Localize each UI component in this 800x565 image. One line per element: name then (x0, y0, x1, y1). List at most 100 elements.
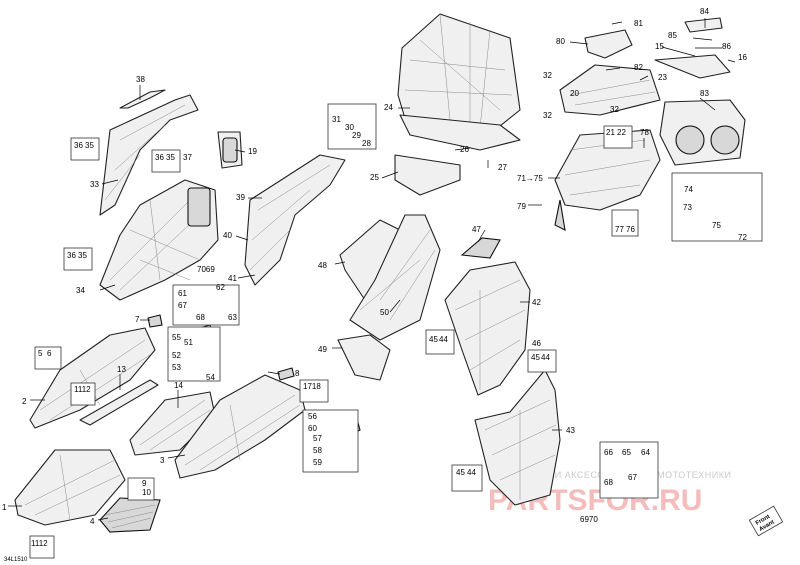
callout-32c: 32 (543, 111, 552, 120)
callout-68b: 68 (604, 478, 613, 487)
callout-54: 54 (206, 373, 215, 382)
callout-67: 67 (178, 301, 187, 310)
callout-45c: 45 (456, 468, 465, 477)
clip-8 (277, 367, 295, 381)
callout-67b: 67 (628, 473, 637, 482)
cover-80 (584, 29, 633, 59)
callout-84: 84 (700, 7, 709, 16)
callout-83: 83 (700, 89, 709, 98)
callout-73: 73 (683, 203, 692, 212)
callout-34: 34 (76, 286, 85, 295)
figure-code: 34L1510 (4, 557, 28, 563)
callout-32b: 32 (610, 105, 619, 114)
callout-56: 56 (308, 412, 317, 421)
leader-lines (8, 18, 736, 521)
callout-44b: 44 (541, 353, 550, 362)
callout-39: 39 (236, 193, 245, 202)
callout-58: 58 (313, 446, 322, 455)
callout-28: 28 (362, 139, 371, 148)
headlight-assembly (554, 129, 661, 231)
callout-23: 23 (658, 73, 667, 82)
side-panel-39-41 (244, 154, 346, 286)
callout-4: 4 (90, 517, 95, 526)
callout-68: 68 (196, 313, 205, 322)
callout-65: 65 (622, 448, 631, 457)
callout-32: 32 (543, 71, 552, 80)
callout-43: 43 (566, 426, 575, 435)
callout-1718: 1718 (303, 382, 321, 391)
callout-71-75: 71→75 (517, 174, 543, 183)
callout-22: 22 (617, 128, 626, 137)
windshield (397, 13, 521, 151)
fastener-boxes (29, 103, 763, 559)
callout-59: 59 (313, 458, 322, 467)
callout-42: 42 (532, 298, 541, 307)
callout-15: 15 (655, 42, 664, 51)
callout-29: 29 (352, 131, 361, 140)
front-nose-1 (14, 449, 126, 526)
side-trim-33 (99, 94, 199, 216)
callout-80: 80 (556, 37, 565, 46)
callout-36c: 36 (67, 251, 76, 260)
lower-panel-2 (29, 327, 156, 429)
side-fairing-42 (444, 261, 531, 396)
callout-45: 45 (429, 335, 438, 344)
inner-panel-34 (99, 179, 219, 301)
callout-79: 79 (517, 202, 526, 211)
center-panels (337, 214, 441, 381)
callout-44c: 44 (467, 468, 476, 477)
grille-4 (99, 497, 161, 533)
lower-fairing-43 (474, 369, 561, 506)
callout-8: 8 (295, 369, 300, 378)
callout-1: 1 (2, 503, 7, 512)
callout-46: 46 (532, 339, 541, 348)
callout-41: 41 (228, 274, 237, 283)
callout-78: 78 (640, 128, 649, 137)
callout-38: 38 (136, 75, 145, 84)
bracket-20 (559, 64, 661, 116)
callout-72: 72 (738, 233, 747, 242)
callout-63: 63 (228, 313, 237, 322)
headlight-83 (659, 99, 746, 166)
callout-50: 50 (380, 308, 389, 317)
vent-47 (460, 237, 501, 259)
callout-36: 36 (74, 141, 83, 150)
front-indicator: Front Avant (748, 505, 784, 537)
callout-37: 37 (183, 153, 192, 162)
callout-74: 74 (684, 185, 693, 194)
callout-57: 57 (313, 434, 322, 443)
callout-7: 7 (135, 315, 140, 324)
callout-16: 16 (738, 53, 747, 62)
callout-36b: 36 (155, 153, 164, 162)
callout-10: 10 (142, 488, 151, 497)
callout-33: 33 (90, 180, 99, 189)
callout-31: 31 (332, 115, 341, 124)
callout-9: 9 (142, 479, 147, 488)
wind-deflector-25 (394, 154, 461, 196)
callout-27: 27 (498, 163, 507, 172)
callout-62: 62 (216, 283, 225, 292)
upper-trim-38 (119, 89, 166, 109)
callout-30: 30 (345, 123, 354, 132)
callout-51: 51 (184, 338, 193, 347)
callout-86: 86 (722, 42, 731, 51)
callout-49: 49 (318, 345, 327, 354)
callout-19: 19 (248, 147, 257, 156)
callout-82: 82 (634, 63, 643, 72)
callout-77: 77 (615, 225, 624, 234)
callout-81: 81 (634, 19, 643, 28)
callout-44: 44 (439, 335, 448, 344)
callout-40: 40 (223, 231, 232, 240)
callout-20: 20 (570, 89, 579, 98)
callout-25: 25 (370, 173, 379, 182)
callout-76: 76 (626, 225, 635, 234)
callout-6970: 6970 (580, 515, 598, 524)
callout-numbers: 1 2 3 4 5 6 7 8 9 10 1112 13 14 15 16 17… (2, 7, 747, 548)
callout-24: 24 (384, 103, 393, 112)
callout-26: 26 (460, 145, 469, 154)
callout-1112b: 1112 (31, 539, 48, 548)
callout-5: 5 (38, 349, 43, 358)
callout-21: 21 (606, 128, 615, 137)
